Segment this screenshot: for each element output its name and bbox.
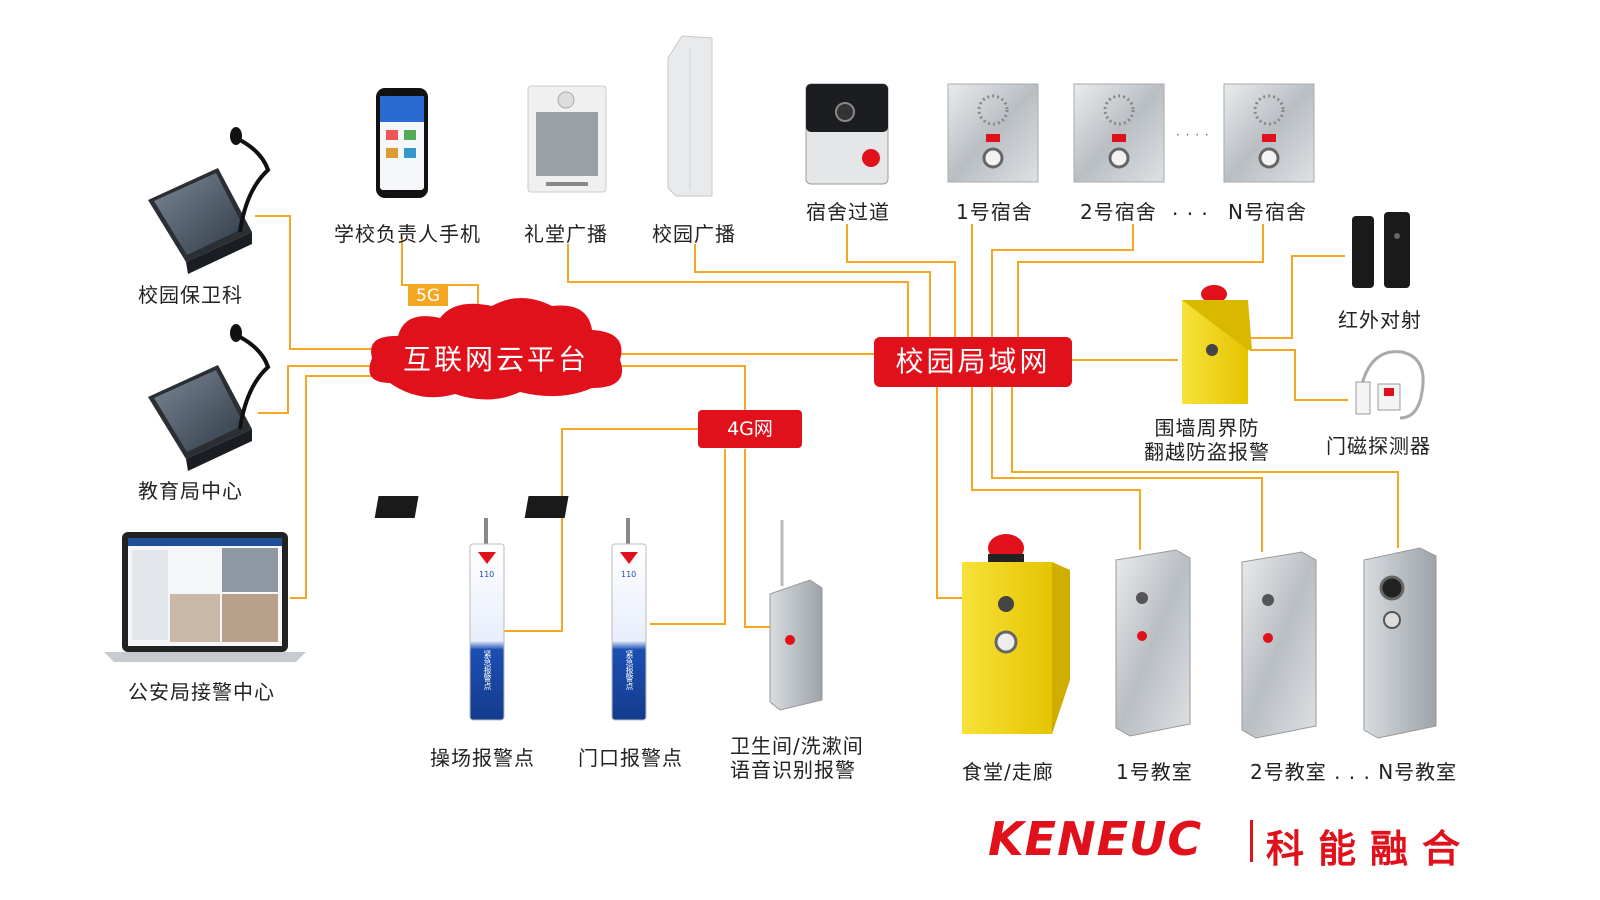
canteen-alarm-device [962, 534, 1070, 734]
playground-pole-text: 紧急报警点 [483, 650, 492, 690]
dorm2-panel-device [1073, 83, 1165, 183]
cloud-platform-label: 互联网云平台 [402, 343, 589, 376]
gate-pole-number: 110 [621, 570, 637, 579]
magnetic-detector-device [1355, 350, 1425, 420]
dormN-panel-device [1223, 83, 1315, 183]
security-console-device [148, 127, 271, 274]
class1-panel-device [1115, 549, 1191, 737]
phone-device [376, 88, 428, 198]
dorm-dots-label: · · · · [1176, 128, 1210, 142]
infrared-label: 红外对射 [1338, 308, 1422, 332]
playground-pole-device [374, 496, 505, 721]
connection-lines [255, 215, 1399, 632]
4g-tag: 4G网 [698, 410, 802, 448]
dorm1-label: 1号宿舍 [956, 200, 1033, 224]
perimeter-label-line2: 翻越防盗报警 [1144, 440, 1270, 464]
playground-label: 操场报警点 [430, 746, 535, 770]
5g-tag: 5G [408, 286, 448, 306]
dorm-ellipsis-label: . . . [1172, 196, 1209, 220]
infrared-beam-device [1352, 212, 1410, 288]
security-label: 校园保卫科 [138, 283, 243, 307]
cloud-hub [369, 298, 623, 400]
gate-label: 门口报警点 [578, 746, 683, 770]
class2-label: 2号教室 . . . N号教室 [1250, 760, 1458, 784]
brand-logo-en: KENEUC [988, 812, 1203, 866]
class1-label: 1号教室 [1116, 760, 1193, 784]
perimeter-label-line1: 围墙周界防 [1154, 416, 1260, 440]
police-laptop-device [104, 532, 306, 662]
brand-divider [1250, 820, 1253, 862]
playground-pole-number: 110 [479, 570, 495, 579]
corridor-label: 宿舍过道 [806, 200, 890, 224]
police-label: 公安局接警中心 [128, 680, 275, 704]
canteen-label: 食堂/走廊 [962, 760, 1054, 784]
hall-broadcast-label: 礼堂广播 [524, 222, 608, 246]
dorm2-label: 2号宿舍 [1080, 200, 1157, 224]
campus-lan-hub: 校园局域网 [874, 337, 1072, 387]
hall-speaker-device [527, 85, 607, 193]
dorm1-panel-device [947, 83, 1039, 183]
magnetic-label: 门磁探测器 [1326, 434, 1431, 458]
restroom-label-line1: 卫生间/洗漱间 [730, 734, 864, 758]
column-speaker-device [667, 35, 713, 197]
education-console-device [148, 324, 271, 471]
restroom-device [769, 520, 823, 711]
class2-panel-device [1241, 551, 1317, 739]
education-label: 教育局中心 [138, 479, 243, 503]
gate-pole-device [524, 496, 647, 721]
brand-logo-cn: 科能融合 [1266, 827, 1475, 871]
video-doorbell-device [805, 83, 889, 185]
dormN-label: N号宿舍 [1228, 200, 1307, 224]
classN-panel-device [1363, 547, 1437, 739]
restroom-label: 卫生间/洗漱间 语音识别报警 [730, 734, 880, 782]
perimeter-label: 围墙周界防 翻越防盗报警 [1132, 416, 1282, 464]
campus-broadcast-label: 校园广播 [652, 222, 736, 246]
perimeter-alarm-device [1182, 285, 1252, 404]
gate-pole-text: 紧急报警点 [625, 650, 634, 690]
restroom-label-line2: 语音识别报警 [730, 758, 856, 782]
phone-label: 学校负责人手机 [334, 222, 481, 246]
